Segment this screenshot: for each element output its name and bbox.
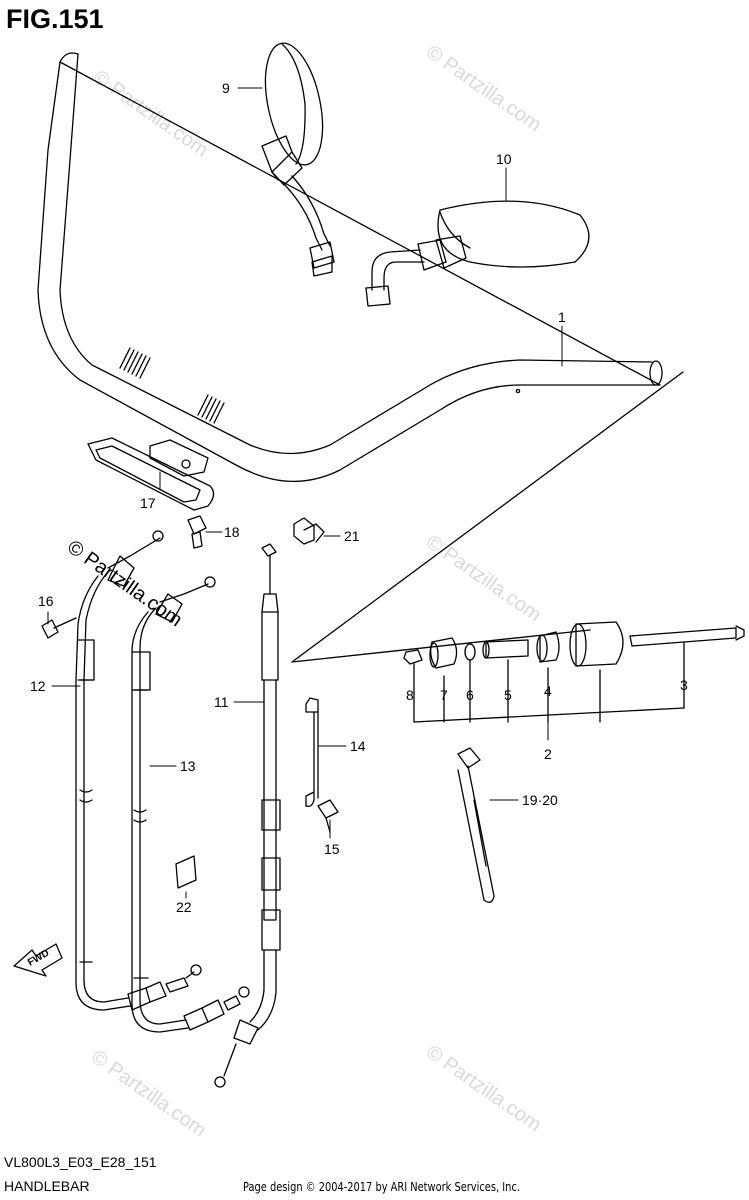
callout-12: 12 <box>30 678 46 694</box>
callout-1: 1 <box>558 309 566 325</box>
watermark: © Partzilla.com <box>89 66 212 161</box>
callout-11: 11 <box>214 694 229 710</box>
leader-lines <box>47 87 563 899</box>
bolt-15 <box>317 799 339 833</box>
callout-19-20: 19·20 <box>522 792 558 808</box>
callout-14: 14 <box>350 738 366 754</box>
callout-8: 8 <box>406 687 414 703</box>
callout-21: 21 <box>344 528 360 544</box>
callout-10: 10 <box>496 151 512 167</box>
callout-16: 16 <box>38 593 54 609</box>
cable-tie <box>457 747 495 903</box>
callout-13: 13 <box>180 758 196 774</box>
clamp-21 <box>293 517 325 545</box>
watermark: © Partzilla.com <box>422 531 545 626</box>
figure-title: FIG.151 <box>6 4 104 34</box>
handlebar <box>37 52 663 483</box>
copyright-notice: Page design © 2004-2017 by ARI Network S… <box>243 1180 520 1194</box>
callout-17: 17 <box>140 495 156 511</box>
model-code: VL800L3_E03_E28_151 <box>4 1154 157 1170</box>
callout-5: 5 <box>504 687 512 703</box>
bar-end-assembly <box>291 371 745 723</box>
callout-4: 4 <box>544 683 552 699</box>
label-sticker-22 <box>175 855 197 889</box>
bolt-16 <box>41 617 77 639</box>
mirror-right <box>365 200 590 307</box>
mirror-left <box>261 42 335 277</box>
cable-guide-bracket <box>87 437 215 511</box>
bolt-18 <box>187 515 207 549</box>
callout-2: 2 <box>544 746 552 762</box>
callout-22: 22 <box>176 899 192 915</box>
callout-6: 6 <box>466 687 474 703</box>
clutch-cable <box>214 543 281 1088</box>
callout-3: 3 <box>680 677 688 693</box>
watermark: © Partzilla.com <box>87 1046 210 1141</box>
callout-7: 7 <box>440 687 448 703</box>
throttle-cable-13 <box>131 576 250 1033</box>
section-name: HANDLEBAR <box>4 1178 90 1194</box>
throttle-cable-12 <box>75 530 202 1011</box>
cable-clip-14 <box>305 697 319 808</box>
watermark: © Partzilla.com <box>422 41 545 136</box>
callout-9: 9 <box>222 80 230 96</box>
watermarks: © Partzilla.com © Partzilla.com © Partzi… <box>63 41 545 1141</box>
watermark: © Partzilla.com <box>422 1041 545 1136</box>
callout-18: 18 <box>224 524 240 540</box>
callout-15: 15 <box>324 841 340 857</box>
callouts: 9 10 1 17 18 21 16 12 11 13 14 15 19·20 … <box>30 80 688 915</box>
fwd-arrow <box>13 943 63 977</box>
